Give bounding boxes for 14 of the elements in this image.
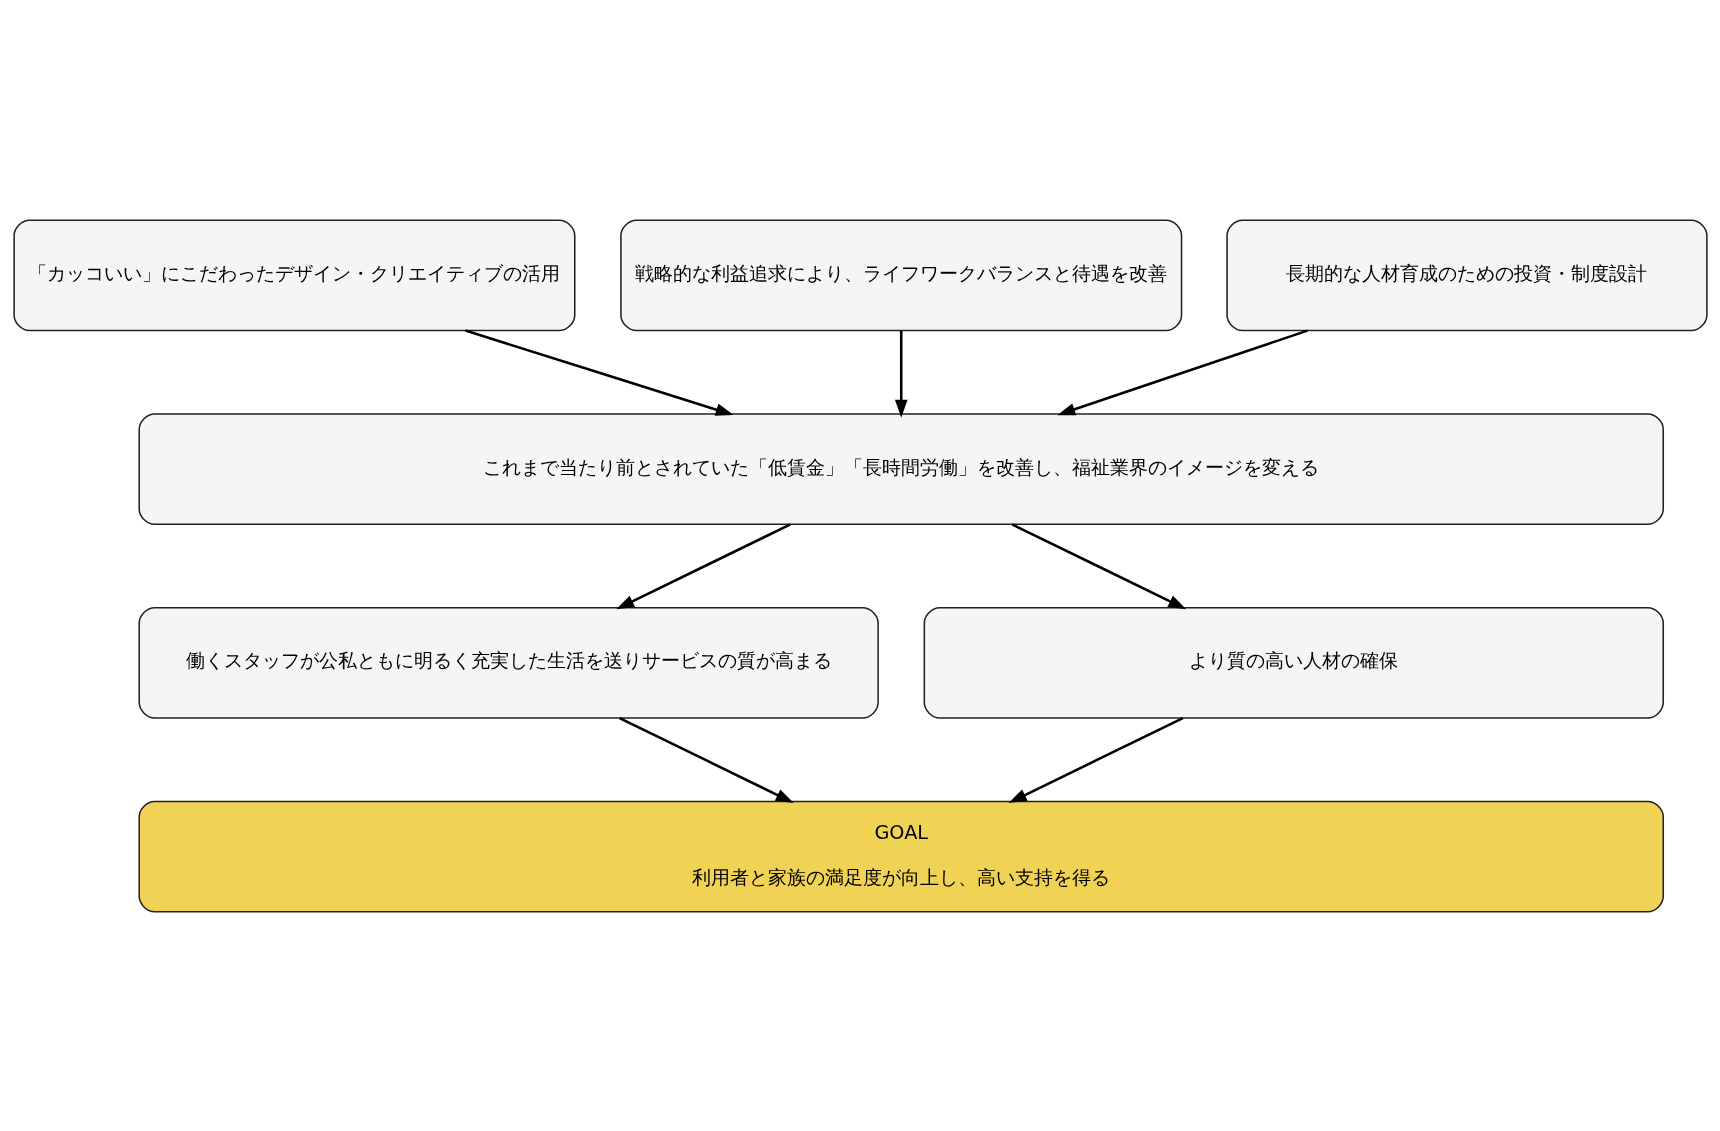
arrow: [1008, 716, 1183, 803]
node-box: より質の高い人材の確保: [923, 606, 1664, 719]
node-box: 長期的な人材育成のための投資・制度設計: [1225, 219, 1708, 331]
node-box: GOAL 利用者と家族の満足度が向上し、高い支持を得る: [137, 800, 1664, 912]
node-box: 戦略的な利益追求により、ライフワークバランスと待遇を改善: [619, 219, 1182, 331]
arrow: [1056, 328, 1308, 415]
arrow: [1011, 522, 1186, 609]
node-box: これまで当たり前とされていた「低賃金」「長時間労働」を改善し、福祉業界のイメージを変える: [137, 412, 1664, 525]
arrow: [464, 328, 734, 416]
arrow: [894, 330, 908, 418]
node-box: 「カッコいい」にこだわったデザイン・クリエイティブの活用: [12, 219, 575, 331]
arrow: [615, 522, 791, 609]
arrow: [618, 716, 794, 803]
node-box: 働くスタッフが公私ともに明るく充実した生活を送りサービスの質が高まる: [137, 606, 879, 719]
